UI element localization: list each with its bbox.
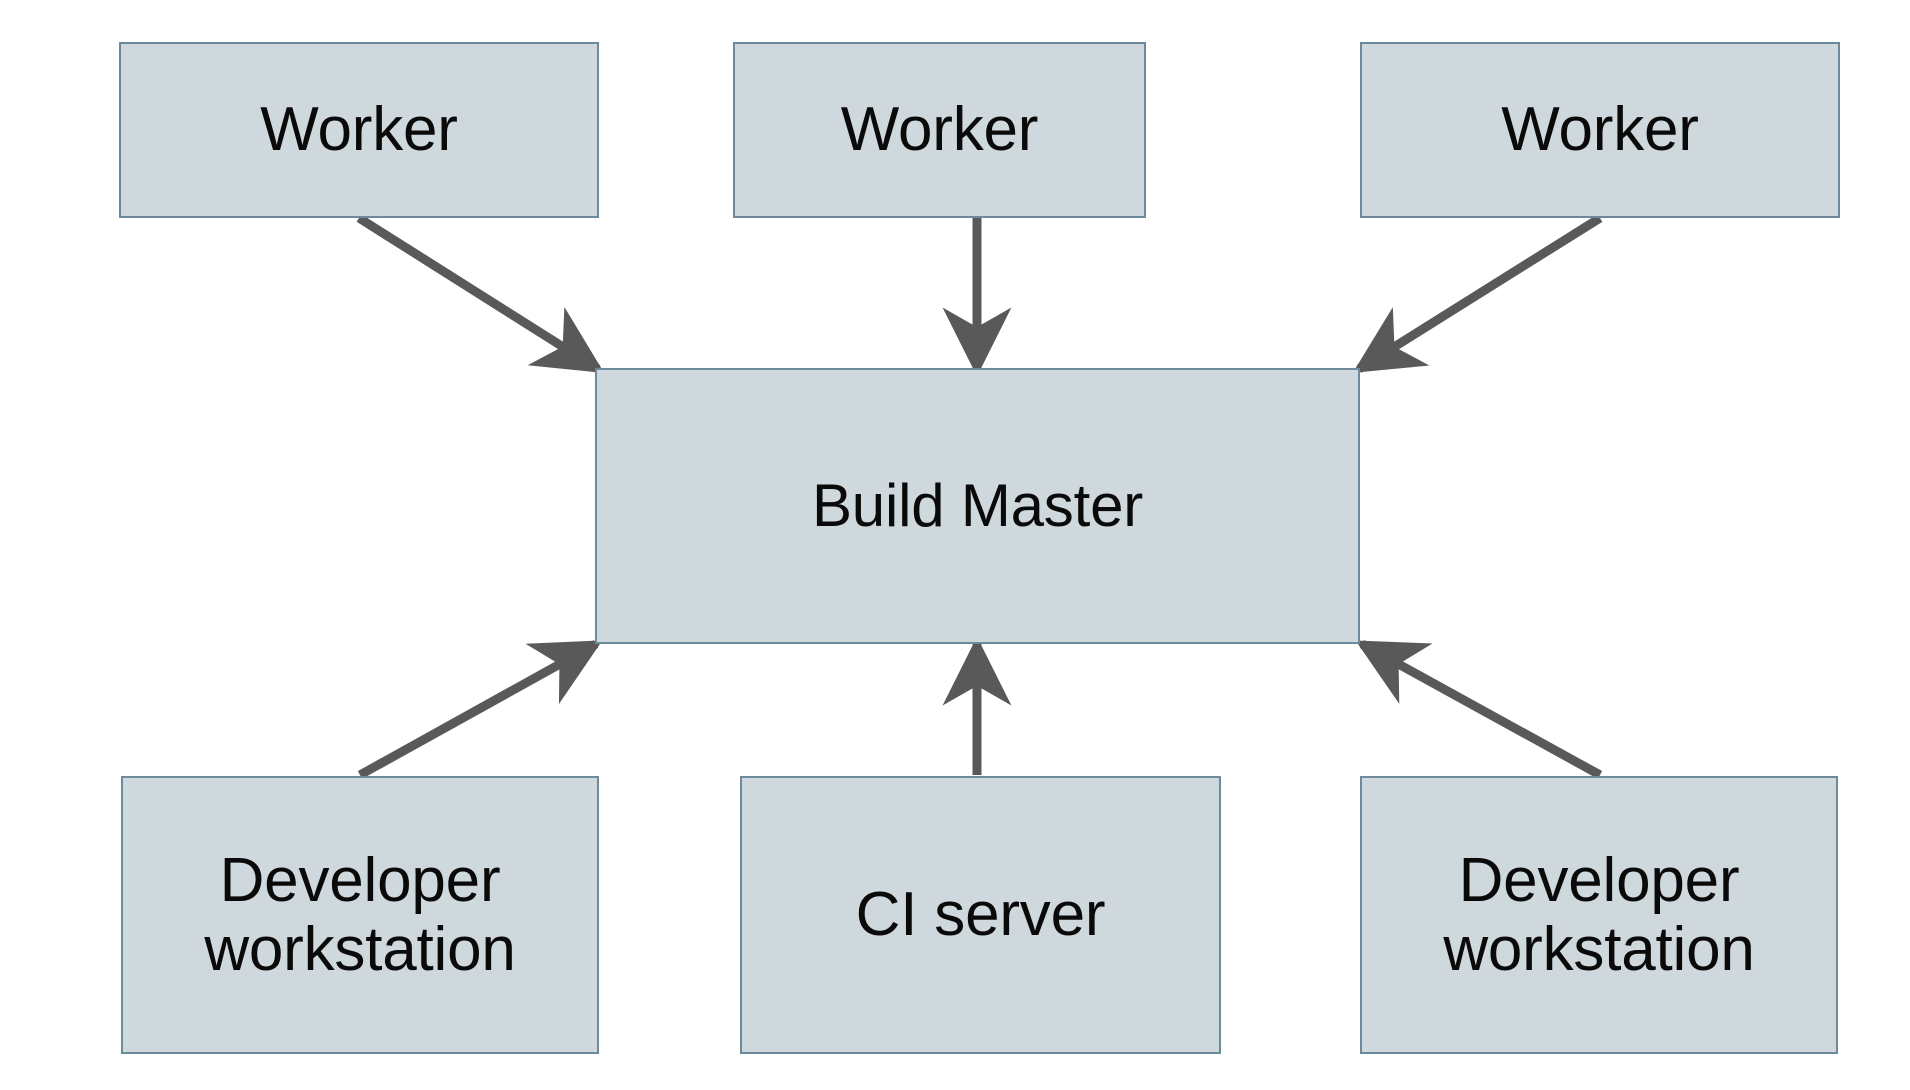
node-worker-left[interactable]: Worker bbox=[119, 42, 599, 218]
node-label: Worker bbox=[1501, 95, 1699, 165]
node-label: Worker bbox=[260, 95, 458, 165]
edge-worker-right-to-build-master bbox=[1352, 214, 1603, 373]
node-label: Worker bbox=[840, 95, 1039, 165]
edge-dev-left-to-build-master bbox=[357, 640, 603, 779]
node-ci-server[interactable]: CI server bbox=[740, 776, 1221, 1054]
node-build-master[interactable]: Build Master bbox=[595, 368, 1360, 644]
node-label: Developer workstation bbox=[204, 845, 516, 984]
node-label: Developer workstation bbox=[1443, 845, 1755, 984]
node-worker-right[interactable]: Worker bbox=[1360, 42, 1840, 218]
node-developer-workstation-right[interactable]: Developer workstation bbox=[1360, 776, 1838, 1054]
node-label: CI server bbox=[855, 880, 1106, 950]
node-developer-workstation-left[interactable]: Developer workstation bbox=[121, 776, 599, 1054]
node-label: Build Master bbox=[811, 472, 1144, 540]
node-worker-mid[interactable]: Worker bbox=[733, 42, 1146, 218]
edge-worker-left-to-build-master bbox=[356, 214, 605, 373]
edge-dev-right-to-build-master bbox=[1355, 640, 1603, 779]
